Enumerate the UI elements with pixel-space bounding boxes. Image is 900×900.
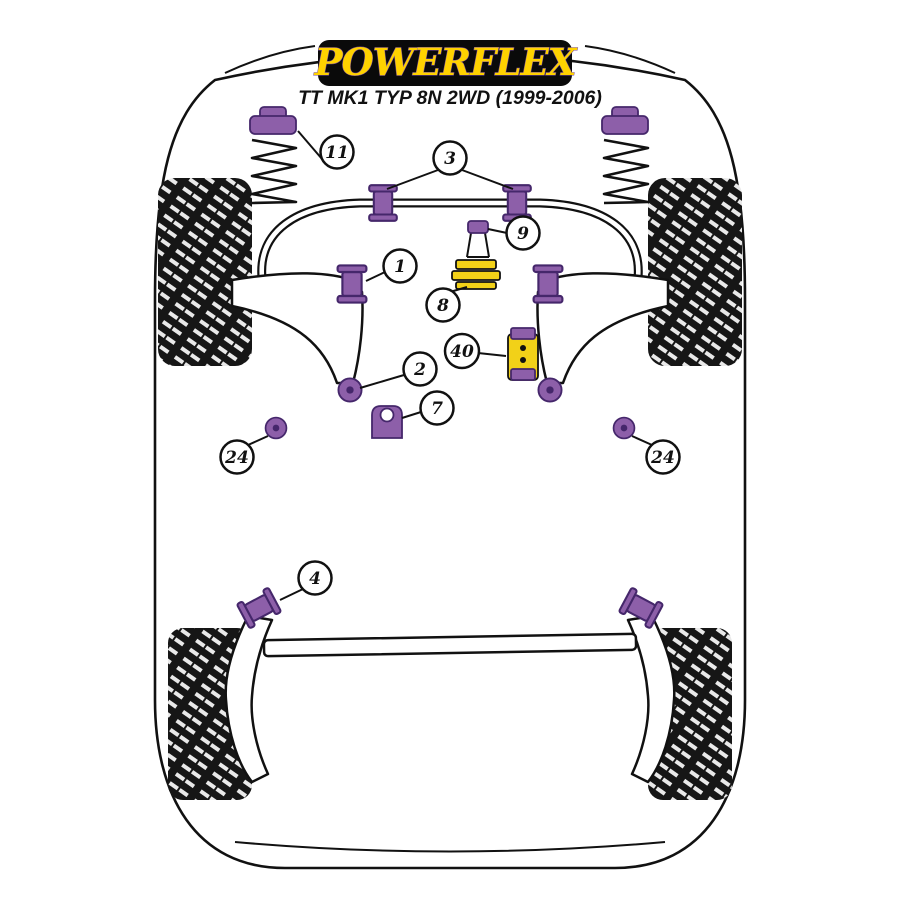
hood-accent-left — [224, 45, 316, 74]
subframe-bush-right — [612, 416, 636, 440]
callout-8-label: 8 — [436, 296, 449, 316]
gearbox-mount — [507, 327, 539, 381]
engine-mount-bush — [467, 220, 489, 234]
rear-trailing-arm-left — [224, 614, 274, 784]
callout-1-label: 1 — [394, 257, 406, 277]
arb-bush-right — [502, 184, 532, 222]
front-wishbone-left — [230, 272, 364, 385]
brand-logo-text: POWERFLEX — [314, 40, 578, 84]
hood-accent-right — [584, 45, 676, 74]
leader-2 — [359, 374, 405, 389]
rear-suspension — [224, 586, 676, 784]
callout-24-left[interactable]: 24 — [219, 439, 255, 475]
wishbone-rear-bush-left — [337, 377, 363, 403]
callout-24-right-label: 24 — [650, 448, 675, 468]
wishbone-front-bush-left — [336, 264, 368, 304]
callout-40[interactable]: 40 — [443, 332, 481, 370]
leader-3-left — [386, 169, 439, 190]
page-title: TT MK1 TYP 8N 2WD (1999-2006) — [298, 87, 602, 109]
front-wishbone-right — [536, 272, 670, 385]
leader-24-right — [631, 435, 653, 446]
callout-24-left-label: 24 — [224, 448, 249, 468]
callout-9-label: 9 — [517, 224, 529, 244]
leader-40 — [477, 352, 507, 357]
callout-4[interactable]: 4 — [297, 560, 333, 596]
front-right-tire — [648, 178, 742, 366]
wishbone-front-bush-right — [532, 264, 564, 304]
subframe-bush-left — [264, 416, 288, 440]
callout-4-label: 4 — [309, 569, 321, 589]
leader-3-right — [461, 169, 514, 190]
leader-9 — [487, 228, 508, 234]
upper-engine-mount — [466, 220, 490, 258]
callout-7-label: 7 — [431, 399, 443, 419]
rear-trailing-arm-right — [626, 614, 676, 784]
front-left-tire — [158, 178, 252, 366]
wishbone-rear-bush-right — [537, 377, 563, 403]
leader-24-left — [247, 435, 269, 446]
callout-2-label: 2 — [413, 360, 426, 380]
brand-logo-box — [318, 40, 572, 86]
callout-24-right[interactable]: 24 — [645, 439, 681, 475]
callout-11[interactable]: 11 — [319, 134, 355, 170]
front-strut-spring-right — [600, 105, 650, 205]
callout-11-label: 11 — [325, 143, 349, 163]
leader-4 — [279, 588, 304, 601]
front-anti-roll-bar-inner — [259, 200, 641, 279]
leader-7 — [401, 411, 422, 419]
lower-engine-mount — [451, 259, 501, 290]
car-body — [153, 45, 747, 870]
engine-mount-bracket — [466, 232, 490, 258]
front-strut-spring-left — [248, 105, 298, 205]
header: POWERFLEX TT MK1 TYP 8N 2WD (1999-2006) — [298, 40, 602, 110]
callout-leaders — [247, 130, 653, 601]
callout-7[interactable]: 7 — [419, 390, 455, 426]
rear-bumper-line — [234, 841, 666, 853]
engine-mount-bracket-7 — [371, 405, 403, 439]
front-anti-roll-bar — [257, 198, 643, 279]
callout-3-label: 3 — [444, 149, 456, 169]
callout-3[interactable]: 3 — [432, 140, 468, 176]
leader-11 — [297, 130, 323, 160]
callout-1[interactable]: 1 — [382, 248, 418, 284]
rear-beam-axle — [262, 632, 638, 658]
leader-1 — [365, 271, 386, 282]
callout-2[interactable]: 2 — [402, 351, 438, 387]
arb-bush-left — [368, 184, 398, 222]
front-suspension — [230, 105, 670, 440]
callout-9[interactable]: 9 — [505, 215, 541, 251]
callout-40-label: 40 — [450, 342, 474, 362]
car-outline — [153, 52, 747, 870]
callouts: 11 3 9 1 8 2 40 7 24 24 4 — [219, 134, 681, 596]
callout-8[interactable]: 8 — [425, 287, 461, 323]
tires — [158, 178, 742, 800]
